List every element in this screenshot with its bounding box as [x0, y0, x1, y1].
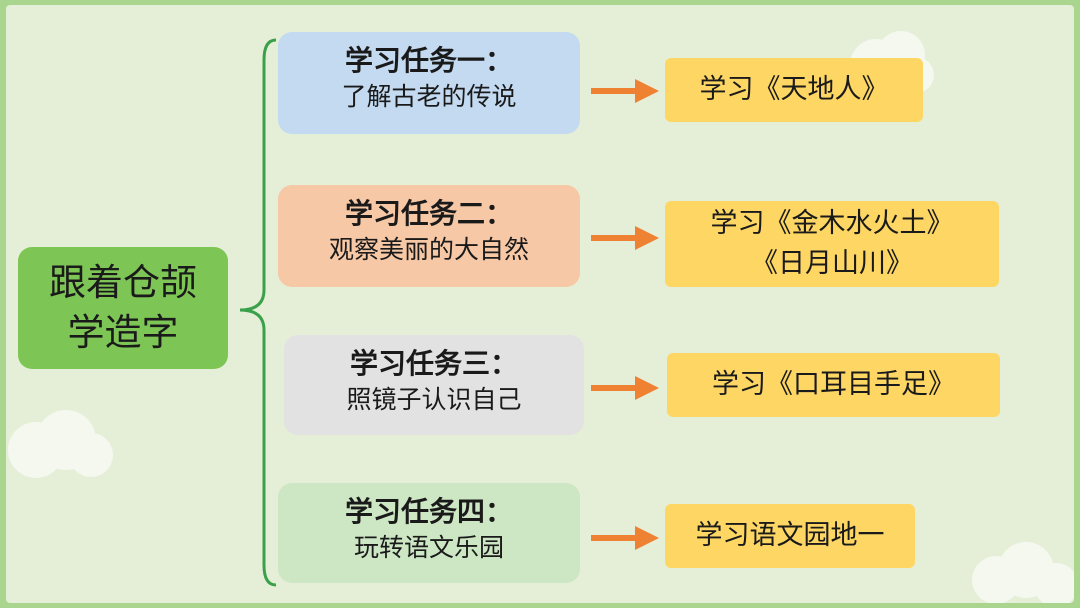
task-3-box: 学习任务三： 照镜子认识自己: [284, 335, 584, 435]
task-1-subtitle: 了解古老的传说: [341, 82, 517, 111]
arrow-right-icon: [591, 526, 659, 550]
root-line1: 跟着仓颉: [49, 261, 197, 304]
result-2-line1: 学习《金木水火土》: [710, 208, 954, 239]
root-line2: 学造字: [67, 311, 179, 354]
task-3-subtitle: 照镜子认识自己: [346, 385, 522, 414]
result-4-line1: 学习语文园地一: [695, 520, 885, 551]
task-1-box: 学习任务一： 了解古老的传说: [278, 32, 580, 134]
result-2: 学习《金木水火土》 《日月山川》: [665, 201, 999, 287]
task-4-title: 学习任务四：: [344, 495, 513, 528]
task-2-subtitle: 观察美丽的大自然: [328, 235, 529, 264]
task-4-subtitle: 玩转语文乐园: [353, 533, 504, 562]
task-3-title: 学习任务三：: [349, 347, 518, 380]
brace-connector: [239, 38, 277, 587]
result-2-line2: 《日月山川》: [751, 248, 913, 279]
arrow-right-icon: [591, 79, 659, 103]
task-1-title: 学习任务一：: [344, 44, 513, 77]
result-3-line1: 学习《口耳目手足》: [712, 369, 955, 400]
task-4-box: 学习任务四： 玩转语文乐园: [278, 483, 580, 583]
task-2-title: 学习任务二：: [344, 197, 513, 230]
result-1-line1: 学习《天地人》: [699, 74, 889, 105]
slide: 跟着仓颉 学造字 学习任务一： 了解古老的传说 学习《天地人》 学习任务二： 观…: [6, 5, 1074, 603]
cloud-left: [8, 410, 113, 478]
arrow-right-icon: [591, 376, 659, 400]
result-1: 学习《天地人》: [665, 58, 923, 122]
arrow-right-icon: [591, 226, 659, 250]
root-node: 跟着仓颉 学造字: [18, 247, 228, 369]
cloud-bottom-right: [972, 542, 1074, 603]
result-3: 学习《口耳目手足》: [667, 353, 1000, 417]
result-4: 学习语文园地一: [665, 504, 915, 568]
task-2-box: 学习任务二： 观察美丽的大自然: [278, 185, 580, 287]
